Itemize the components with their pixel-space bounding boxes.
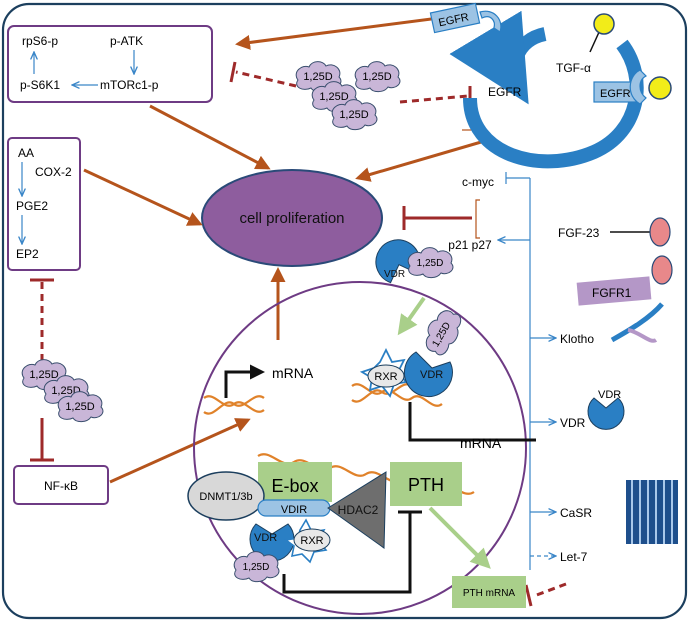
d-cloud-top-3-label: 1,25D <box>319 91 348 103</box>
fgf23-ligand <box>649 217 671 247</box>
pth-transcription-arrow <box>428 506 491 569</box>
ps6k1-label: p-S6K1 <box>20 78 60 92</box>
cox-pathway-box <box>7 137 81 271</box>
hdac2-protein <box>327 471 387 549</box>
nfkb-box <box>13 465 109 505</box>
dnmt-label: DNMT1/3b <box>199 491 252 503</box>
dna-promoter <box>203 395 265 415</box>
fgfr1-bound-fgf <box>651 255 673 285</box>
klotho-label: Klotho <box>560 332 594 346</box>
egfr-internal-label: EGFR <box>488 85 522 99</box>
transcription-start-arrow <box>224 364 265 398</box>
cox2-label: COX-2 <box>35 165 72 179</box>
klotho-protein <box>610 302 664 343</box>
d-cloud-left-3-label: 1,25D <box>65 401 94 413</box>
pge2-label: PGE2 <box>16 199 48 213</box>
pth-mrna-label: PTH mRNA <box>463 588 516 599</box>
let7-inhibits-pth-mrna-dashed <box>533 582 567 598</box>
svg-text:EGFR: EGFR <box>600 88 631 100</box>
repressor-rxr-label: RXR <box>300 535 323 547</box>
vdr-right-icon <box>587 397 625 430</box>
repressor-vdr-label: VDR <box>254 532 277 544</box>
mtor-pathway-box <box>7 25 213 103</box>
cmyc-p21-bracket <box>475 199 480 239</box>
let7-label: Let-7 <box>560 550 588 564</box>
vdr-target-mrna-line <box>408 402 536 442</box>
cmyc-label: c-myc <box>462 175 494 189</box>
fgfr1-label: FGFR1 <box>592 286 632 300</box>
d-cloud-top-4-label: 1,25D <box>339 109 368 121</box>
klotho-coreceptor <box>627 328 658 343</box>
rps6p-label: rpS6-p <box>22 34 58 48</box>
d-inhibits-mtor-bar <box>229 61 237 83</box>
fgf23-label: FGF-23 <box>558 226 600 240</box>
target-mrna-label: mRNA <box>460 435 502 451</box>
tgfa-ligand: TGF-α <box>556 13 615 75</box>
mtor-to-proliferation-arrow <box>149 104 271 170</box>
mtorc1-label: mTORc1-p <box>100 78 159 92</box>
cyto-1-25d-label: 1,25D <box>417 258 444 269</box>
hdac2-label: HDAC2 <box>338 503 379 517</box>
patk-label: p-ATK <box>110 34 143 48</box>
dnmt-protein <box>187 471 265 521</box>
repressor-1-25d-label: 1,25D <box>243 562 270 573</box>
nfkb-label: NF-κB <box>44 479 78 493</box>
ep2-label: EP2 <box>16 247 39 261</box>
casr-receptor <box>626 480 678 544</box>
vdr-nuclear-translocation-arrow <box>397 296 426 336</box>
let7-inhibits-pth-mrna-bar <box>524 584 533 607</box>
casr-label: CaSR <box>560 506 592 520</box>
d-cloud-left-1-label: 1,25D <box>29 369 58 381</box>
cox-to-proliferation-arrow <box>83 168 203 226</box>
nucleus <box>193 281 527 615</box>
d-cloud-top-2-label: 1,25D <box>362 71 391 83</box>
pth-mrna-box <box>452 576 526 608</box>
nfkb-to-dna-arrow <box>109 418 251 484</box>
tgfa-label: TGF-α <box>556 61 591 75</box>
egfr-receptor-top: EGFR <box>429 2 502 34</box>
vdr-right-inner-label: VDR <box>598 389 621 401</box>
rxr-vdr-complex: RXR VDR <box>359 347 453 398</box>
d-cloud-top-1-label: 1,25D <box>303 71 332 83</box>
pth-gene-box <box>390 462 462 506</box>
egfr-internalization-arrow <box>449 10 547 105</box>
ebox-label: E-box <box>271 476 318 496</box>
nuclear-rxr-label: RXR <box>374 371 397 383</box>
vdr-right-label: VDR <box>560 416 586 430</box>
nucleus-mrna-label: mRNA <box>272 365 314 381</box>
cell-proliferation-label: cell proliferation <box>239 210 344 227</box>
aa-label: AA <box>18 146 34 160</box>
fgfr1-receptor <box>576 276 652 306</box>
egfr-to-proliferation-arrow <box>355 138 489 182</box>
p21p27-label: p21 p27 <box>448 238 492 252</box>
cyto-vdr-label: VDR <box>384 269 405 280</box>
egfr-receptor-membrane: EGFR <box>593 69 672 105</box>
nuclear-vdr-label: VDR <box>420 369 443 381</box>
d-inhibits-mtor-dashed <box>235 70 297 88</box>
vdir-label: VDIR <box>281 504 307 516</box>
ebox-element <box>258 462 332 502</box>
pth-label: PTH <box>408 475 444 495</box>
pth-repression-line <box>282 512 412 594</box>
